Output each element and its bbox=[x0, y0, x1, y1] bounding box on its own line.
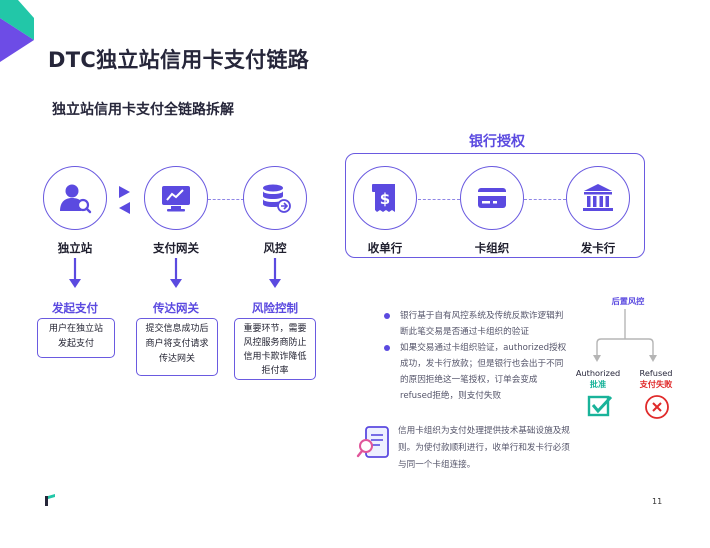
brand-logo-icon bbox=[45, 494, 55, 506]
node-label-risk-control: 风控 bbox=[263, 241, 287, 255]
node-risk-control bbox=[243, 166, 307, 230]
user-search-icon bbox=[60, 184, 92, 214]
x-circle-icon bbox=[645, 395, 669, 419]
bank-icon bbox=[583, 184, 613, 211]
node-issuing-bank bbox=[566, 166, 630, 230]
refused-zh-label: 支付失败 bbox=[639, 379, 673, 389]
receipt-dollar-icon: $ bbox=[372, 184, 395, 212]
bullet-text: 银行基于自有风控系统及传统反欺诈逻辑判断此笔交易是否通过卡组织的验证 bbox=[400, 311, 564, 337]
node-label-payment-gateway: 支付网关 bbox=[153, 241, 199, 255]
connector-gateway-risk bbox=[208, 199, 244, 200]
bullet-text: 如果交易通过卡组织验证，authorized授权成功，发卡行放款；但是银行也会出… bbox=[400, 343, 567, 401]
step-title-risk-control: 风险控制 bbox=[252, 301, 298, 315]
step-title-relay-gateway: 传达网关 bbox=[153, 301, 199, 315]
page-number: 11 bbox=[652, 497, 663, 506]
node-label-issuing-bank: 发卡行 bbox=[580, 241, 616, 255]
arrow-down-icon bbox=[269, 258, 281, 288]
arrow-down-icon bbox=[69, 258, 81, 288]
page-subtitle: 独立站信用卡支付全链路拆解 bbox=[52, 102, 234, 118]
bullet-dot-icon bbox=[384, 313, 390, 319]
corner-decoration bbox=[0, 0, 34, 62]
list-item: 银行基于自有风控系统及传统反欺诈逻辑判断此笔交易是否通过卡组织的验证 bbox=[382, 308, 567, 340]
connector-acquirer-network bbox=[418, 199, 460, 200]
bank-explanation-list: 银行基于自有风控系统及传统反欺诈逻辑判断此笔交易是否通过卡组织的验证 如果交易通… bbox=[382, 308, 567, 404]
document-search-icon bbox=[356, 426, 389, 458]
step-line: 重要环节，需要 bbox=[243, 324, 307, 334]
step-title-initiate-payment: 发起支付 bbox=[52, 301, 98, 315]
exchange-arrows-icon bbox=[119, 186, 130, 214]
step-line: 风控服务商防止 bbox=[243, 338, 307, 348]
authorized-zh-label: 批准 bbox=[589, 379, 607, 389]
node-independent-site bbox=[43, 166, 107, 230]
step-line: 传达网关 bbox=[158, 354, 195, 364]
node-card-network bbox=[460, 166, 524, 230]
step-line: 发起支付 bbox=[57, 339, 94, 349]
step-line: 商户将支付请求 bbox=[145, 339, 209, 349]
list-item: 如果交易通过卡组织验证，authorized授权成功，发卡行放款；但是银行也会出… bbox=[382, 340, 567, 404]
bank-authorization-label: 银行授权 bbox=[469, 134, 525, 150]
connector-network-issuer bbox=[524, 199, 566, 200]
arrow-down-icon bbox=[170, 258, 182, 288]
node-acquiring-bank: $ bbox=[353, 166, 417, 230]
monitor-chart-icon bbox=[162, 186, 190, 212]
bank-authorization-group bbox=[345, 153, 645, 258]
step-line: 提交信息成功后 bbox=[145, 324, 209, 334]
post-risk-title: 后置风控 bbox=[611, 296, 645, 306]
node-label-card-network: 卡组织 bbox=[474, 241, 510, 255]
credit-card-icon bbox=[478, 188, 506, 208]
card-network-note: 信用卡组织为支付处理提供技术基础设施及规则。为使付款顺利进行，收单行和发卡行必须… bbox=[398, 426, 570, 470]
bullet-dot-icon bbox=[384, 345, 390, 351]
step-box-risk-control: 重要环节，需要 风控服务商防止 信用卡欺诈降低 拒付率 bbox=[234, 318, 316, 380]
refused-label: Refused bbox=[639, 368, 673, 378]
database-icon bbox=[263, 184, 291, 213]
step-box-relay-gateway: 提交信息成功后 商户将支付请求 传达网关 bbox=[136, 318, 218, 376]
step-line: 拒付率 bbox=[261, 366, 289, 376]
node-payment-gateway bbox=[144, 166, 208, 230]
svg-text:$: $ bbox=[380, 190, 390, 208]
node-label-independent-site: 独立站 bbox=[57, 241, 93, 255]
post-risk-branch-lines bbox=[593, 309, 657, 362]
page-title: DTC独立站信用卡支付链路 bbox=[48, 48, 310, 72]
step-line: 信用卡欺诈降低 bbox=[243, 352, 307, 362]
node-label-acquiring-bank: 收单行 bbox=[367, 241, 403, 255]
step-line: 用户在独立站 bbox=[48, 324, 103, 334]
step-box-initiate-payment: 用户在独立站 发起支付 bbox=[37, 318, 115, 358]
authorized-label: Authorized bbox=[575, 368, 621, 378]
check-box-icon bbox=[587, 395, 613, 417]
